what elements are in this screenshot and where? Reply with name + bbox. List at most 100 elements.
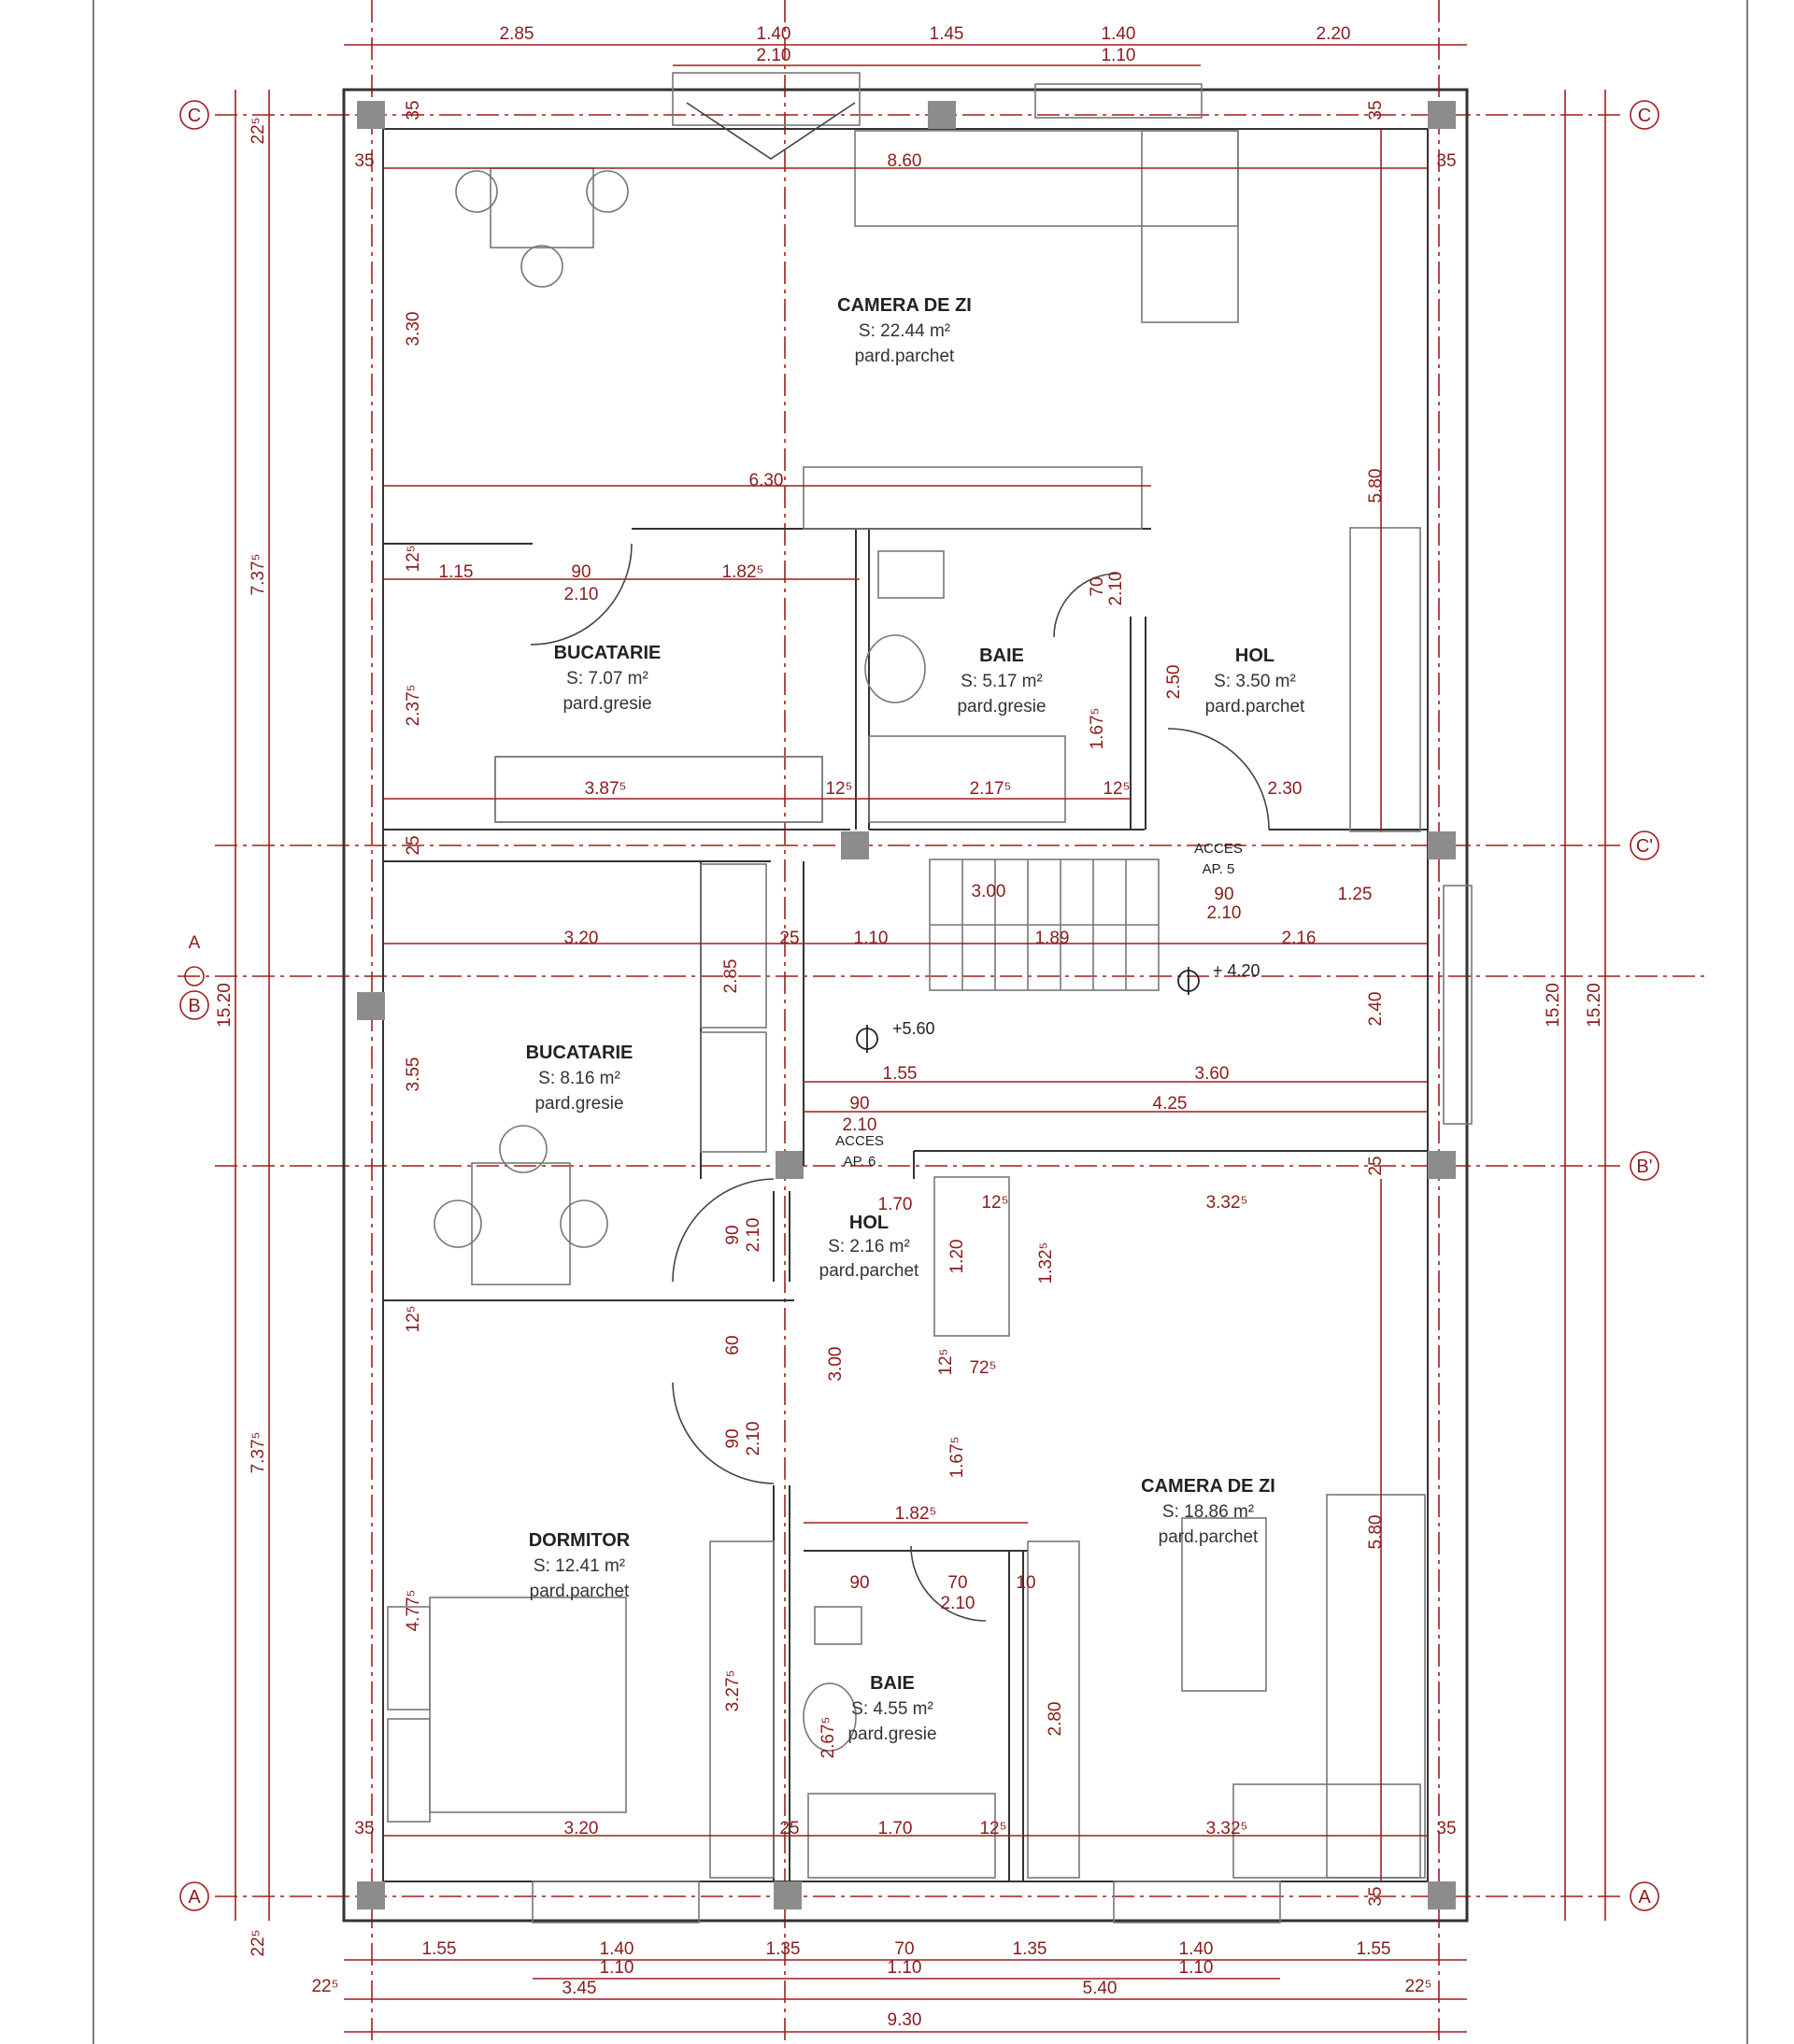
svg-text:S: 22.44 m²: S: 22.44 m² [859, 321, 950, 341]
svg-text:C: C [1638, 106, 1651, 126]
svg-text:4.25: 4.25 [1153, 1094, 1188, 1114]
svg-text:5.80: 5.80 [1366, 1515, 1386, 1550]
svg-text:1.45: 1.45 [930, 24, 964, 44]
svg-text:ACCES: ACCES [835, 1133, 884, 1149]
svg-text:2.10: 2.10 [757, 46, 791, 65]
svg-text:A: A [189, 933, 201, 953]
svg-text:1.10: 1.10 [1179, 1958, 1214, 1978]
svg-text:5.40: 5.40 [1083, 1979, 1118, 1998]
svg-text:5.80: 5.80 [1366, 469, 1386, 504]
dims-interior: 35 35 8.60 35 35 3.30 5.80 6.30 12⁵ 1.15… [354, 100, 1456, 1906]
room-baie-bottom: BAIE S: 4.55 m² pard.gresie [847, 1673, 936, 1744]
svg-text:1.40: 1.40 [600, 1939, 634, 1959]
svg-text:3.60: 3.60 [1195, 1064, 1230, 1084]
dimension-lines [235, 44, 1606, 2033]
room-bucatarie-middle: BUCATARIE S: 8.16 m² pard.gresie [526, 1043, 634, 1114]
grid-bubble-c-left: C [179, 100, 209, 130]
svg-text:2.10: 2.10 [941, 1594, 975, 1613]
svg-text:4.77⁵: 4.77⁵ [404, 1590, 423, 1632]
exterior-wall-outer [342, 88, 1469, 1923]
svg-text:22⁵: 22⁵ [249, 117, 268, 144]
svg-text:70: 70 [947, 1573, 967, 1593]
dims-left: 22⁵ 7.37⁵ 15.20 7.37⁵ 22⁵ [215, 117, 268, 1956]
svg-text:90: 90 [571, 562, 591, 582]
svg-text:3.20: 3.20 [564, 929, 599, 948]
svg-text:pard.gresie: pard.gresie [957, 697, 1046, 717]
svg-text:1.67⁵: 1.67⁵ [1088, 708, 1107, 750]
svg-text:90: 90 [1214, 885, 1233, 904]
grid-bubble-a-left: A [179, 1881, 209, 1911]
svg-text:CAMERA DE ZI: CAMERA DE ZI [1141, 1476, 1275, 1497]
svg-text:S: 5.17 m²: S: 5.17 m² [961, 672, 1043, 691]
svg-text:3.32⁵: 3.32⁵ [1206, 1819, 1248, 1838]
svg-text:25: 25 [779, 929, 799, 948]
svg-text:pard.parchet: pard.parchet [1159, 1527, 1259, 1547]
svg-text:B': B' [1636, 1157, 1652, 1177]
svg-text:3.30: 3.30 [404, 312, 423, 347]
svg-text:S: 4.55 m²: S: 4.55 m² [851, 1699, 933, 1719]
svg-text:1.40: 1.40 [1179, 1939, 1214, 1959]
svg-text:2.85: 2.85 [500, 24, 534, 44]
svg-text:22⁵: 22⁵ [311, 1977, 338, 1996]
svg-text:AP. 6: AP. 6 [844, 1154, 876, 1170]
svg-text:35: 35 [1366, 1886, 1386, 1906]
svg-text:8.60: 8.60 [888, 151, 922, 171]
svg-text:1.55: 1.55 [1357, 1939, 1391, 1959]
svg-text:12⁵: 12⁵ [1103, 779, 1130, 799]
room-baie-top: BAIE S: 5.17 m² pard.gresie [957, 646, 1046, 717]
svg-text:1.55: 1.55 [883, 1064, 918, 1084]
svg-text:S: 3.50 m²: S: 3.50 m² [1214, 672, 1296, 691]
svg-text:BUCATARIE: BUCATARIE [554, 643, 662, 663]
svg-text:pard.parchet: pard.parchet [1205, 697, 1305, 717]
svg-text:C: C [188, 106, 201, 126]
svg-text:C': C' [1636, 836, 1653, 857]
grid-axes [178, 0, 1710, 2044]
grid-bubble-b-left: B [179, 990, 209, 1020]
svg-text:BAIE: BAIE [979, 646, 1024, 666]
pillars [357, 101, 1456, 1909]
svg-text:15.20: 15.20 [215, 983, 235, 1028]
svg-text:25: 25 [779, 1819, 799, 1838]
svg-text:3.32⁵: 3.32⁵ [1206, 1193, 1248, 1213]
svg-text:A: A [188, 1887, 201, 1908]
svg-text:35: 35 [1366, 100, 1386, 120]
svg-text:HOL: HOL [1235, 646, 1274, 666]
room-bucatarie-top: BUCATARIE S: 7.07 m² pard.gresie [554, 643, 662, 714]
svg-text:70: 70 [894, 1939, 914, 1959]
svg-text:9.30: 9.30 [888, 2010, 922, 2030]
svg-text:90: 90 [849, 1094, 869, 1114]
svg-text:1.35: 1.35 [1013, 1939, 1047, 1959]
svg-text:S: 12.41 m²: S: 12.41 m² [534, 1556, 625, 1576]
grid-bubble-c-prime-right: C' [1630, 830, 1659, 860]
svg-text:90: 90 [723, 1225, 743, 1244]
svg-text:2.80: 2.80 [1046, 1702, 1065, 1737]
svg-text:2.30: 2.30 [1268, 779, 1303, 799]
svg-text:1.10: 1.10 [600, 1958, 634, 1978]
svg-text:6.30: 6.30 [749, 471, 784, 490]
windows [532, 72, 1473, 1923]
svg-text:B: B [188, 996, 200, 1016]
svg-text:HOL: HOL [849, 1213, 889, 1233]
svg-text:3.87⁵: 3.87⁵ [585, 779, 627, 799]
svg-text:1.10: 1.10 [888, 1958, 922, 1978]
svg-text:pard.parchet: pard.parchet [819, 1261, 919, 1281]
svg-text:3.55: 3.55 [404, 1057, 423, 1092]
room-dormitor: DORMITOR S: 12.41 m² pard.parchet [529, 1530, 631, 1601]
svg-text:7.37⁵: 7.37⁵ [249, 1432, 268, 1474]
svg-text:3.00: 3.00 [972, 882, 1006, 901]
svg-text:1.25: 1.25 [1338, 885, 1373, 904]
doors [530, 102, 1270, 1622]
svg-text:3.00: 3.00 [826, 1347, 846, 1382]
svg-text:2.10: 2.10 [744, 1422, 763, 1456]
svg-text:2.40: 2.40 [1366, 992, 1386, 1027]
svg-text:3.20: 3.20 [564, 1819, 599, 1838]
level-mark-560: +5.60 [856, 1019, 935, 1053]
svg-text:2.67⁵: 2.67⁵ [819, 1717, 838, 1759]
svg-text:2.10: 2.10 [564, 585, 599, 604]
svg-text:S: 2.16 m²: S: 2.16 m² [828, 1237, 910, 1256]
svg-text:12⁵: 12⁵ [936, 1348, 956, 1375]
svg-text:BUCATARIE: BUCATARIE [526, 1043, 634, 1063]
svg-text:2.16: 2.16 [1282, 929, 1317, 948]
svg-text:1.32⁵: 1.32⁵ [1036, 1242, 1056, 1285]
